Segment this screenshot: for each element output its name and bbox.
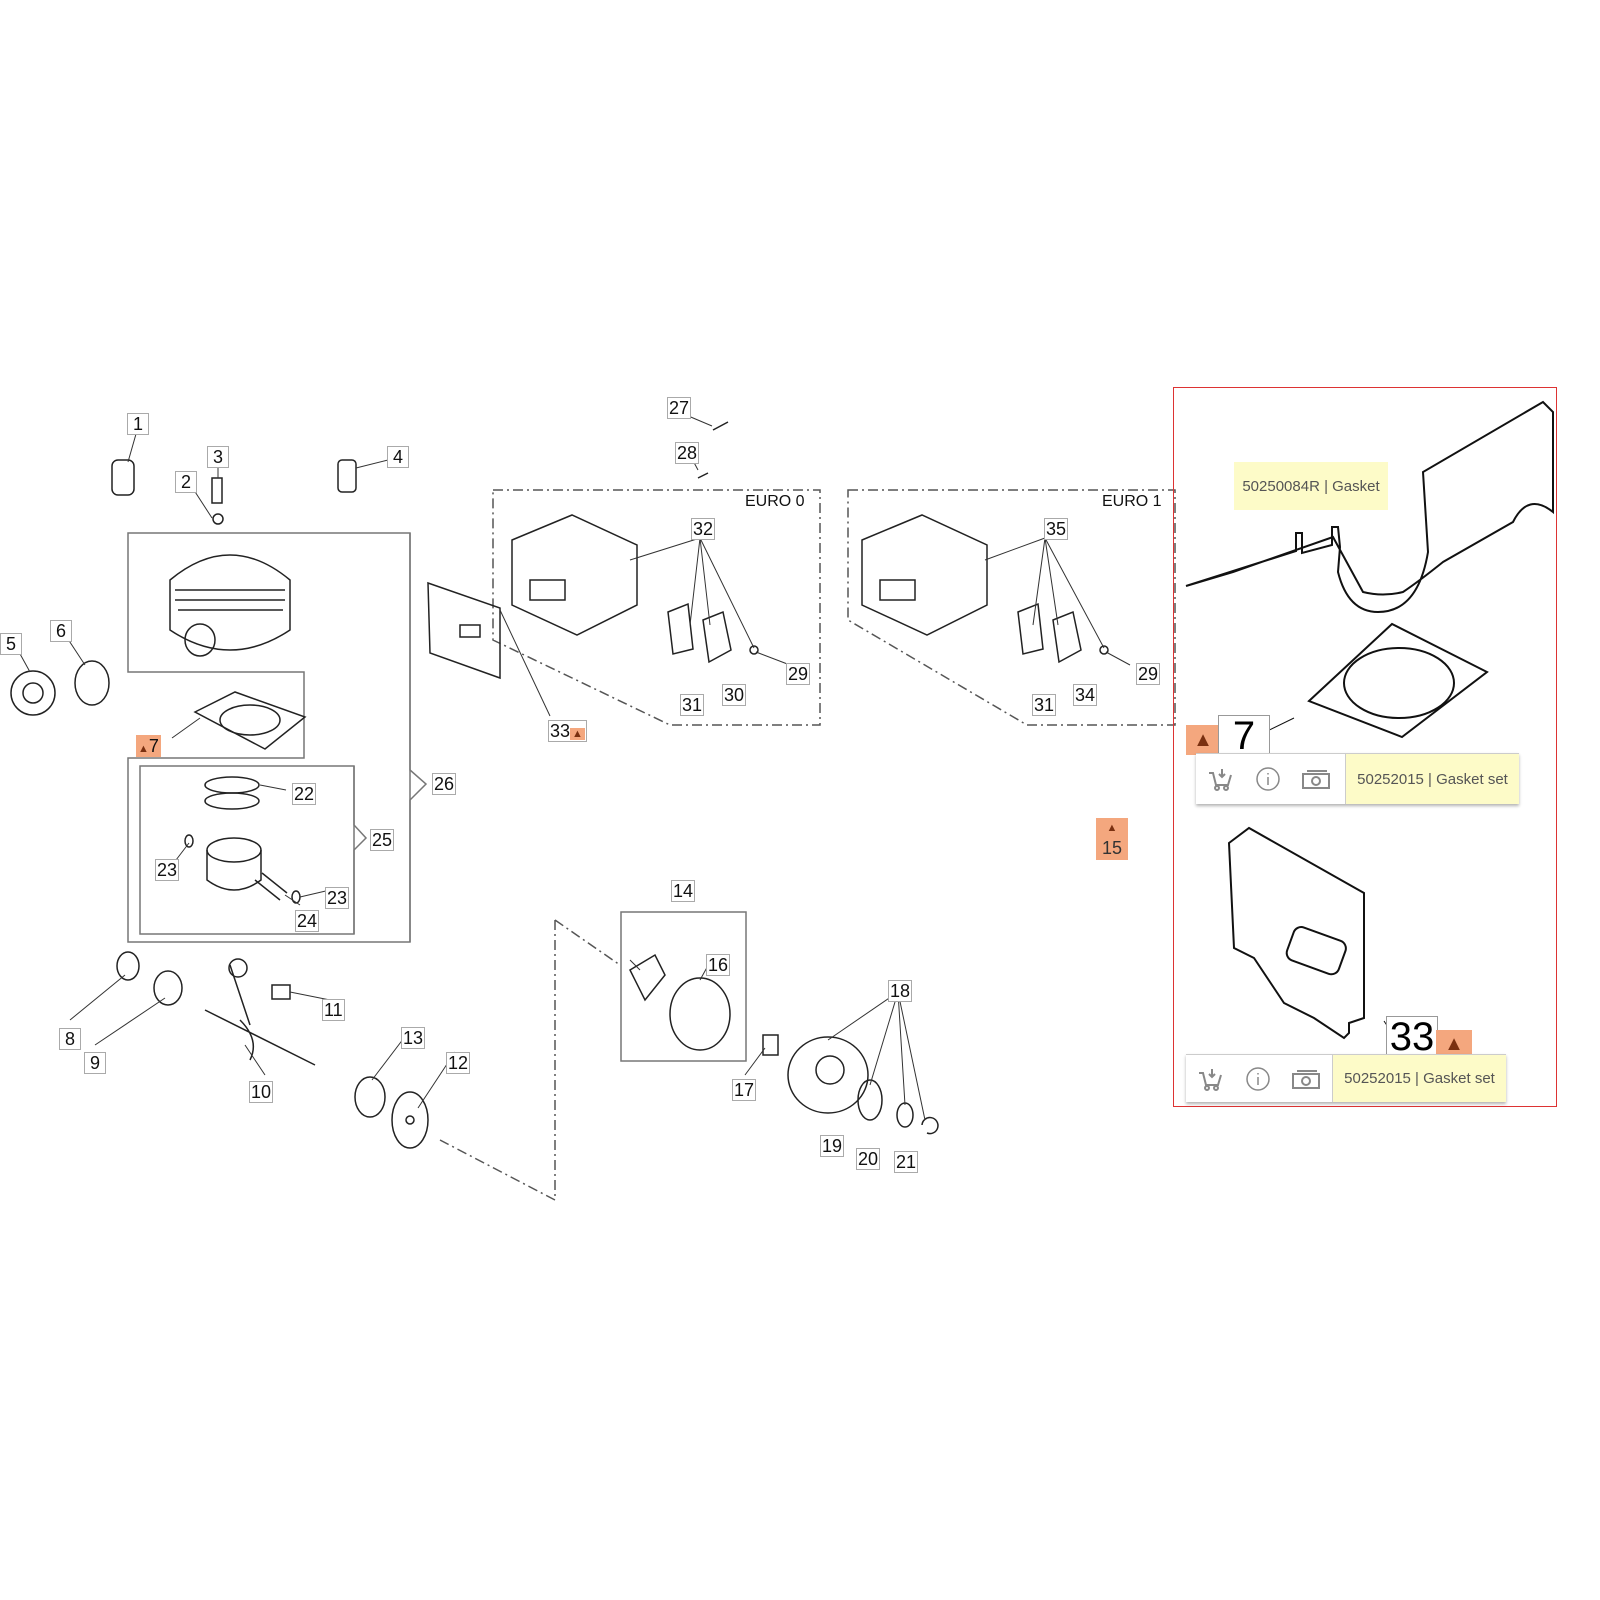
part-tooltip-gasket-set[interactable]: 50252015 | Gasket set <box>1332 1055 1506 1102</box>
item-33-toolbar: 50252015 | Gasket set <box>1186 1054 1506 1102</box>
callout-8[interactable]: 8 <box>59 1028 81 1050</box>
callout-27[interactable]: 27 <box>667 397 692 419</box>
part-tooltip-gasket[interactable]: 50250084R | Gasket <box>1234 462 1388 510</box>
callout-35[interactable]: 35 <box>1044 518 1069 540</box>
callout-5[interactable]: 5 <box>0 633 22 655</box>
callout-6[interactable]: 6 <box>50 620 72 642</box>
price-icon[interactable] <box>1282 1055 1330 1102</box>
euro0-group-label: EURO 0 <box>745 493 805 510</box>
callout-7: 7 <box>148 736 159 756</box>
info-icon[interactable] <box>1234 1055 1282 1102</box>
callout-31b[interactable]: 31 <box>1032 694 1057 716</box>
warning-triangle-icon: ▲ <box>138 743 149 755</box>
callout-29[interactable]: 29 <box>786 663 811 685</box>
callout-22[interactable]: 22 <box>292 783 317 805</box>
callout-13[interactable]: 13 <box>401 1027 426 1049</box>
callout-24[interactable]: 24 <box>295 910 320 932</box>
callout-28[interactable]: 28 <box>675 442 700 464</box>
warning-triangle-icon: ▲ <box>1436 1030 1472 1058</box>
callout-33-highlight[interactable]: 33▲ <box>548 720 587 742</box>
callout-3[interactable]: 3 <box>207 446 229 468</box>
callout-9[interactable]: 9 <box>84 1052 106 1074</box>
item-7-toolbar: 50252015 | Gasket set <box>1196 753 1519 804</box>
callout-4[interactable]: 4 <box>387 446 409 468</box>
item-33-number[interactable]: 33 <box>1386 1016 1438 1060</box>
callout-32[interactable]: 32 <box>691 518 716 540</box>
cart-add-icon[interactable] <box>1186 1055 1234 1102</box>
cart-add-icon[interactable] <box>1196 754 1244 804</box>
callout-2[interactable]: 2 <box>175 471 197 493</box>
callout-33: 33 <box>550 721 571 741</box>
item-7-number[interactable]: 7 <box>1218 715 1270 757</box>
callout-11[interactable]: 11 <box>322 999 345 1021</box>
callout-34[interactable]: 34 <box>1073 684 1098 706</box>
callout-14[interactable]: 14 <box>671 880 696 902</box>
callout-31[interactable]: 31 <box>680 694 705 716</box>
callout-1[interactable]: 1 <box>127 413 149 435</box>
price-icon[interactable] <box>1292 754 1340 804</box>
callout-12[interactable]: 12 <box>446 1052 471 1074</box>
callout-26[interactable]: 26 <box>432 773 457 795</box>
callout-7-highlight[interactable]: ▲7 <box>136 735 161 757</box>
detail-panel: 50250084R | Gasket ▲ 7 50252015 | Gasket… <box>1173 387 1557 1107</box>
warning-triangle-icon: ▲ <box>1106 822 1118 834</box>
warning-triangle-icon: ▲ <box>570 728 585 740</box>
callout-17[interactable]: 17 <box>732 1079 757 1101</box>
info-icon[interactable] <box>1244 754 1292 804</box>
euro1-group-label: EURO 1 <box>1102 493 1162 510</box>
callout-25[interactable]: 25 <box>370 829 395 851</box>
callout-23b[interactable]: 23 <box>325 887 350 909</box>
part-tooltip-gasket-set[interactable]: 50252015 | Gasket set <box>1345 754 1519 804</box>
callout-19[interactable]: 19 <box>820 1135 845 1157</box>
callout-20[interactable]: 20 <box>856 1148 881 1170</box>
callout-10[interactable]: 10 <box>249 1081 274 1103</box>
callout-15-highlight[interactable]: ▲ 15 <box>1096 818 1128 860</box>
callout-29b[interactable]: 29 <box>1136 663 1161 685</box>
callout-15: 15 <box>1101 838 1123 858</box>
warning-triangle-icon: ▲ <box>1186 725 1220 755</box>
callout-16[interactable]: 16 <box>706 954 731 976</box>
callout-21[interactable]: 21 <box>894 1151 919 1173</box>
callout-23[interactable]: 23 <box>155 859 180 881</box>
callout-30[interactable]: 30 <box>722 684 747 706</box>
callout-18[interactable]: 18 <box>888 980 913 1002</box>
